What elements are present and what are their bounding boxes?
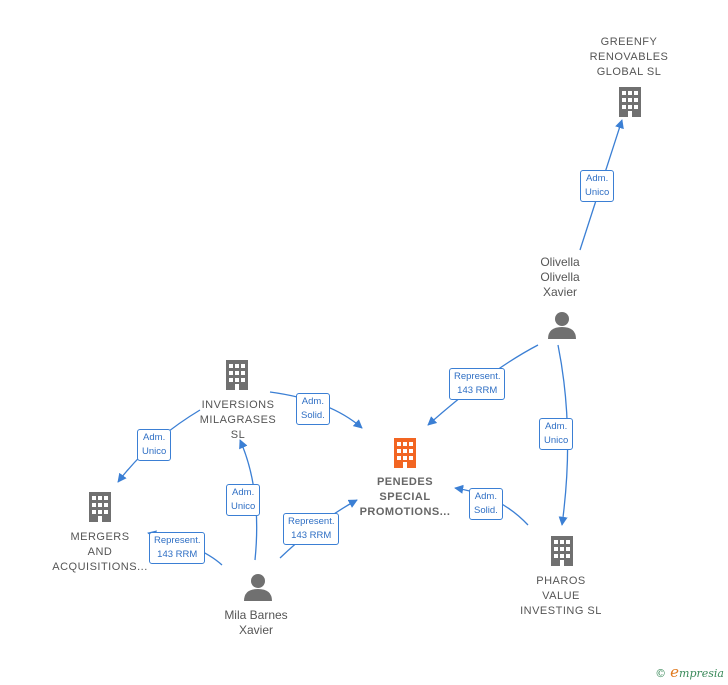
- building-icon-mergers: [89, 492, 111, 522]
- building-icon-pharos: [551, 536, 573, 566]
- building-icon-penedes: [394, 438, 416, 468]
- node-inversions[interactable]: INVERSIONS MILAGRASES SL: [180, 398, 296, 443]
- node-label-line: Xavier: [238, 623, 273, 637]
- node-pharos[interactable]: PHAROS VALUE INVESTING SL: [505, 574, 617, 619]
- node-label-line: PROMOTIONS...: [359, 506, 451, 518]
- node-label-line: Olivella: [540, 270, 580, 284]
- node-label-line: RENOVABLES: [589, 51, 669, 63]
- node-label-line: Xavier: [542, 285, 577, 299]
- node-label-line: PHAROS: [536, 575, 586, 587]
- copyright-icon: ©: [655, 667, 667, 680]
- person-icon-olivella: [548, 312, 576, 339]
- node-label-line: VALUE: [542, 590, 580, 602]
- node-label-line: INVESTING SL: [520, 605, 602, 617]
- edge-label-mila-mergers: Represent.143 RRM: [149, 532, 206, 564]
- node-label-line: Olivella: [540, 255, 580, 269]
- node-label-line: Mila Barnes: [224, 608, 288, 622]
- edge-label-olivella-greenfy: Adm.Unico: [580, 170, 615, 202]
- edge-label-inversions-penedes: Adm.Solid.: [296, 393, 330, 425]
- node-label-line: GLOBAL SL: [596, 66, 662, 78]
- node-label-line: SL: [230, 429, 246, 441]
- brand-logo-text: mpresia: [679, 667, 724, 680]
- edge-label-pharos-penedes: Adm.Solid.: [469, 488, 503, 520]
- node-greenfy[interactable]: GREENFY RENOVABLES GLOBAL SL: [570, 35, 688, 80]
- person-icon-mila: [244, 574, 272, 601]
- node-label-line: INVERSIONS: [201, 399, 275, 411]
- brand-footer[interactable]: ©empresia: [655, 663, 724, 681]
- building-icon-inversions: [226, 360, 248, 390]
- edge-label-mila-penedes: Represent.143 RRM: [283, 513, 340, 545]
- node-mila[interactable]: Mila Barnes Xavier: [205, 608, 307, 638]
- edge-label-mila-inversions: Adm.Unico: [226, 484, 261, 516]
- edge-label-olivella-penedes: Represent.143 RRM: [449, 368, 506, 400]
- brand-logo-initial: e: [670, 663, 680, 681]
- building-icon-greenfy: [619, 87, 641, 117]
- node-label-line: MILAGRASES: [199, 414, 277, 426]
- node-label-line: SPECIAL: [379, 491, 431, 503]
- edge-label-inversions-mergers: Adm.Unico: [137, 429, 172, 461]
- node-olivella[interactable]: Olivella Olivella Xavier: [510, 255, 610, 300]
- node-label-line: AND: [87, 546, 113, 558]
- node-penedes[interactable]: PENEDES SPECIAL PROMOTIONS...: [340, 475, 470, 520]
- node-label-line: ACQUISITIONS...: [52, 561, 148, 573]
- node-label-line: MERGERS: [70, 531, 130, 543]
- node-mergers[interactable]: MERGERS AND ACQUISITIONS...: [40, 530, 160, 575]
- node-label-line: GREENFY: [600, 36, 658, 48]
- edge-label-olivella-pharos: Adm.Unico: [539, 418, 574, 450]
- node-label-line: PENEDES: [376, 476, 434, 488]
